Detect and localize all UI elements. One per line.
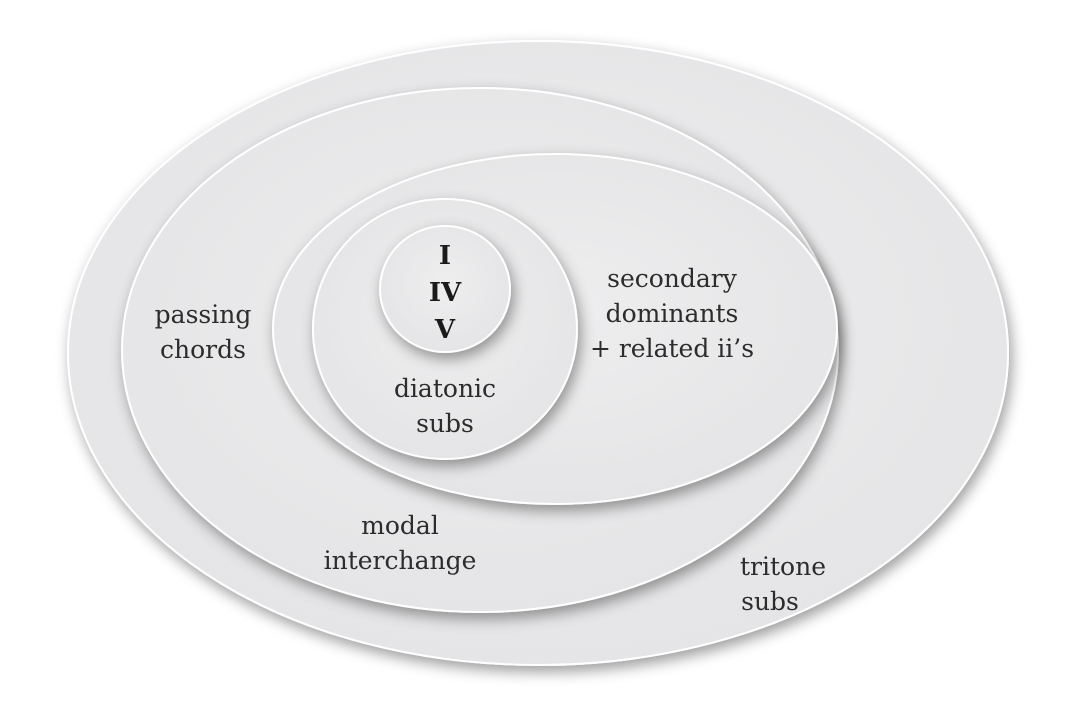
secondary-dominants-label-line1: secondary xyxy=(607,264,738,293)
core-chords-circle xyxy=(379,225,511,353)
secondary-dominants-label-line3: + related ii’s xyxy=(590,334,754,363)
tritone-subs-label-line1: tritone xyxy=(740,552,826,581)
tritone-subs-label-line2: subs xyxy=(741,587,799,616)
passing-chords-label-line1: passing xyxy=(155,300,252,329)
modal-interchange-label-line2: interchange xyxy=(324,546,477,575)
modal-interchange-label-line1: modal xyxy=(361,511,439,540)
diatonic-subs-label-line2: subs xyxy=(416,409,474,438)
diatonic-subs-label-line1: diatonic xyxy=(394,374,496,403)
chord-i-label: I xyxy=(439,241,451,271)
passing-chords-label-line2: chords xyxy=(160,335,246,364)
chord-v-label: V xyxy=(434,315,456,345)
chord-iv-label: IV xyxy=(429,278,462,308)
secondary-dominants-label-line2: dominants xyxy=(606,299,739,328)
